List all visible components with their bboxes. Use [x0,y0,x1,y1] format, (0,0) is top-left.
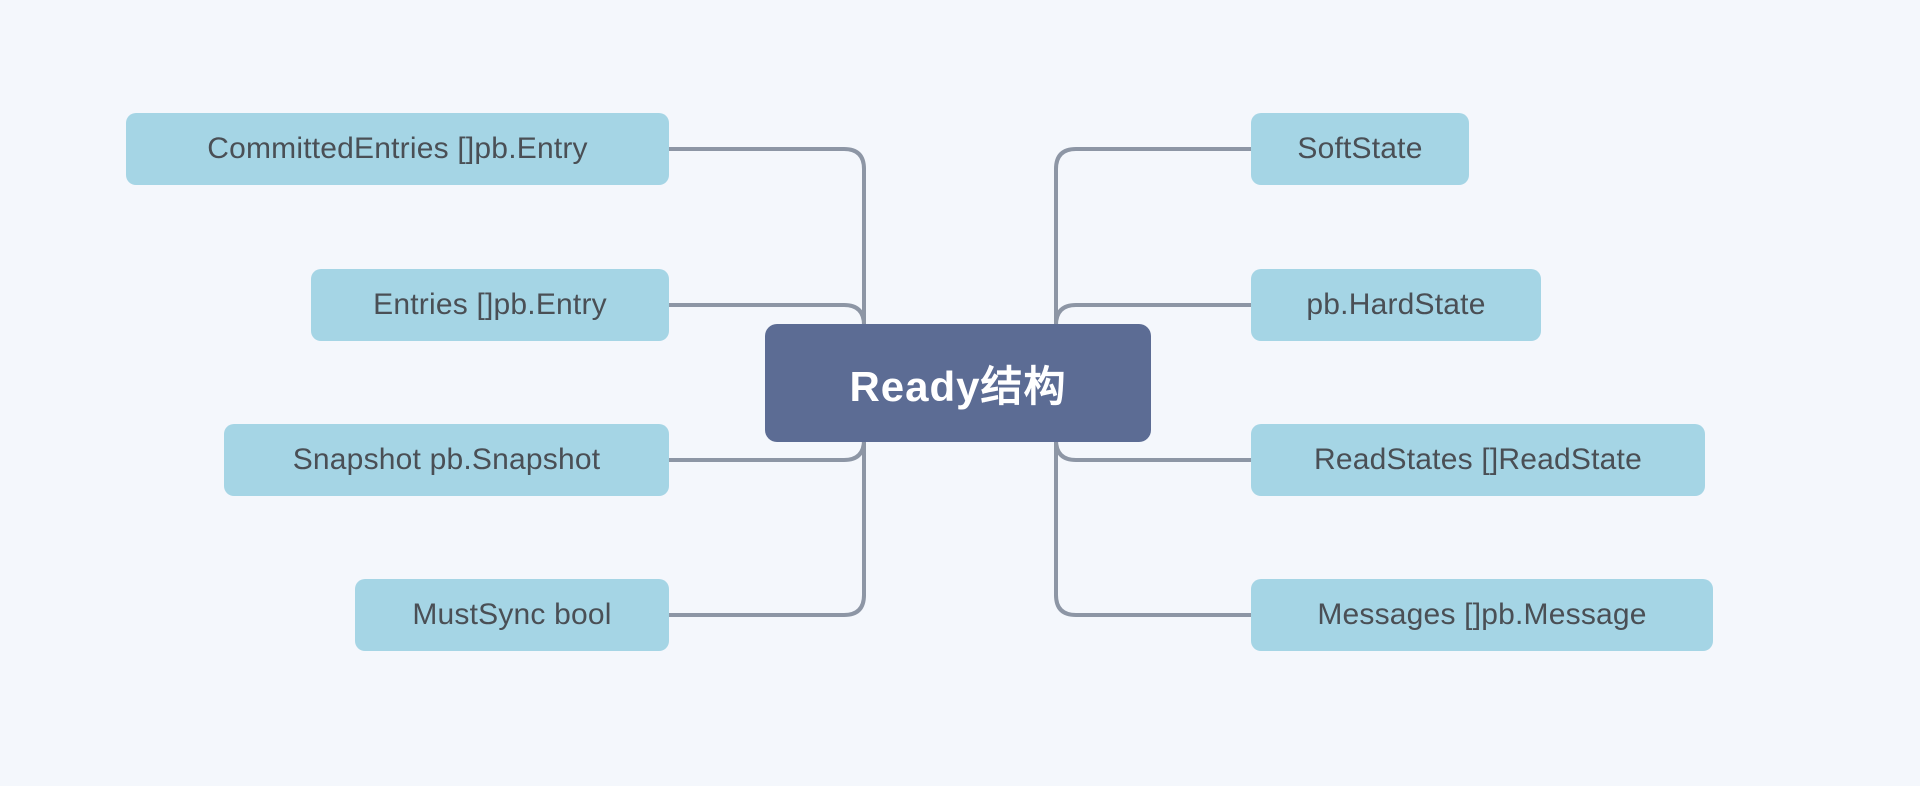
branch-node-hard-state[interactable]: pb.HardState [1251,269,1541,341]
connector-left-entries [667,303,866,327]
branch-node-messages[interactable]: Messages []pb.Message [1251,579,1713,651]
connector-left-must-sync [667,593,866,617]
center-node-ready-struct[interactable]: Ready结构 [765,324,1151,442]
branch-node-snapshot[interactable]: Snapshot pb.Snapshot [224,424,669,496]
branch-node-soft-state[interactable]: SoftState [1251,113,1469,185]
branch-node-must-sync[interactable]: MustSync bool [355,579,669,651]
connector-right-messages [1054,593,1253,617]
connector-right-read-states [1054,438,1253,462]
connector-right-hard-state [1054,303,1253,327]
connector-left-committed-entries [667,147,866,171]
branch-node-committed-entries[interactable]: CommittedEntries []pb.Entry [126,113,669,185]
connector-right-soft-state [1054,147,1253,171]
branch-node-entries[interactable]: Entries []pb.Entry [311,269,669,341]
connector-left-snapshot [667,438,866,462]
branch-node-read-states[interactable]: ReadStates []ReadState [1251,424,1705,496]
